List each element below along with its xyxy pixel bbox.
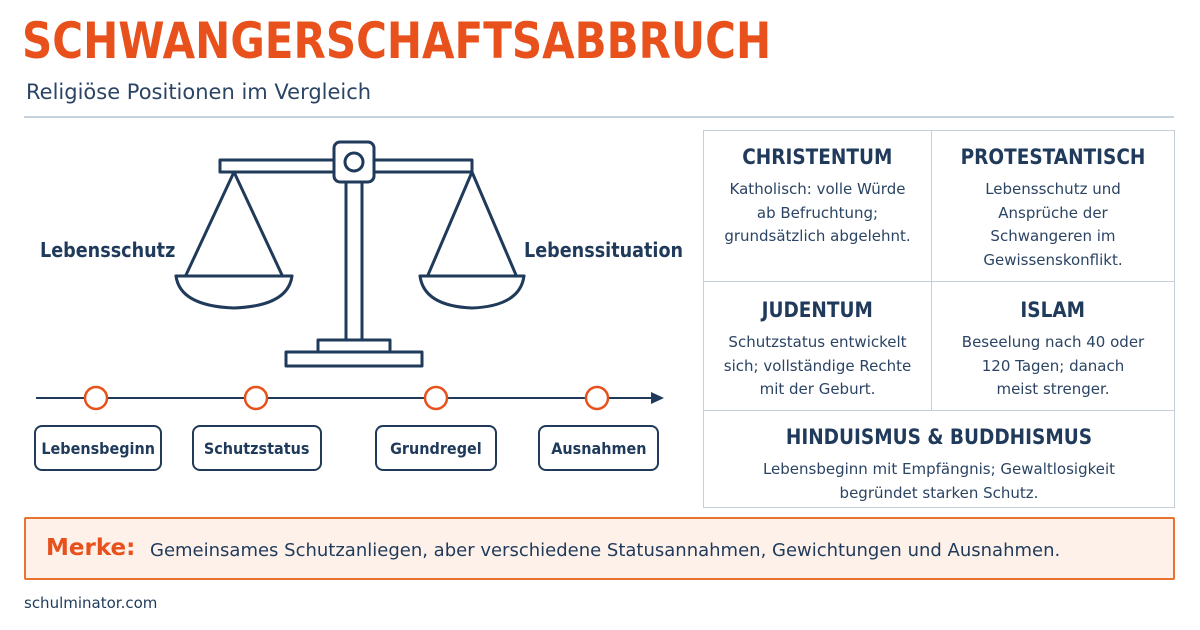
timeline-marker [83,385,109,411]
religion-protestantisch: PROTESTANTISCH Lebensschutz und Ansprüch… [932,145,1174,272]
balance-scale-icon [174,140,526,368]
merke-text: Gemeinsames Schutzanliegen, aber verschi… [150,540,1061,561]
religion-title: HINDUISMUS & BUDDHISMUS [785,425,1093,449]
scale-left-label: Lebensschutz [40,238,176,262]
religion-text: Katholisch: volle Würde ab Befruchtung; … [724,180,911,245]
page-subtitle: Religiöse Positionen im Vergleich [26,80,372,104]
religion-title: PROTESTANTISCH [960,145,1146,169]
merke-note: Merke: Gemeinsames Schutzanliegen, aber … [24,517,1175,580]
religions-grid: CHRISTENTUM Katholisch: volle Würde ab B… [703,130,1175,508]
timeline-step-schutzstatus: Schutzstatus [192,425,322,471]
religion-islam: ISLAM Beseelung nach 40 oder 120 Tagen; … [932,298,1174,402]
religion-text: Lebensbeginn mit Empfängnis; Gewaltlosig… [762,460,1116,502]
timeline-step-grundregel: Grundregel [375,425,497,471]
religion-title: JUDENTUM [761,298,874,322]
merke-label: Merke: [46,535,136,561]
religion-text: Lebensschutz und Ansprüche der Schwanger… [983,180,1123,269]
header-divider [24,116,1174,118]
religion-text: Beseelung nach 40 oder 120 Tagen; danach… [961,333,1145,398]
footer-site: schulminator.com [24,594,158,612]
timeline-arrow [36,385,664,411]
scale-right-label: Lebenssituation [524,238,684,262]
religion-christentum: CHRISTENTUM Katholisch: volle Würde ab B… [704,145,931,249]
religion-title: ISLAM [1020,298,1086,322]
page-title: SCHWANGERSCHAFTSABBRUCH [22,12,772,70]
timeline-marker [243,385,269,411]
religion-judentum: JUDENTUM Schutzstatus entwickelt sich; v… [704,298,931,402]
religion-hinduismus-buddhismus: HINDUISMUS & BUDDHISMUS Lebensbeginn mit… [704,425,1174,505]
timeline-marker [423,385,449,411]
timeline-step-lebensbeginn: Lebensbeginn [34,425,162,471]
religion-text: Schutzstatus entwickelt sich; vollständi… [723,333,912,398]
timeline-step-ausnahmen: Ausnahmen [538,425,659,471]
religion-title: CHRISTENTUM [742,145,893,169]
timeline-marker [584,385,610,411]
